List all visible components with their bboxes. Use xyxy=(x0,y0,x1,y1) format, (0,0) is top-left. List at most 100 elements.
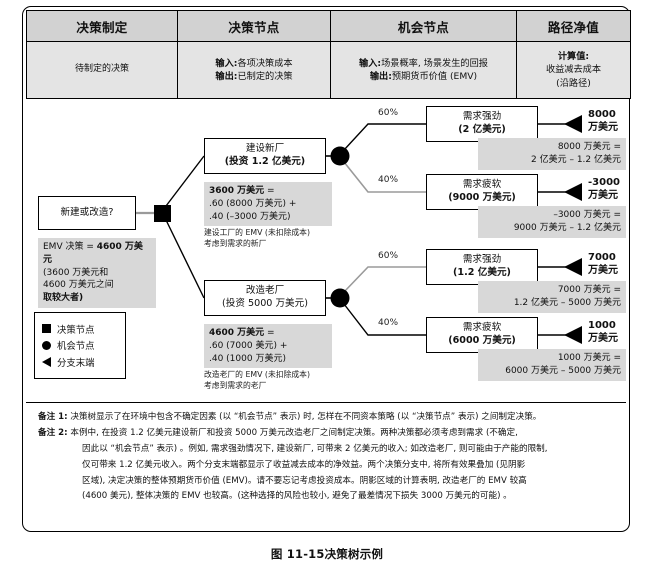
note-2-cont-4: (4600 美元), 整体决策的 EMV 也较高。(这种选择的风险也较小, 避免… xyxy=(82,491,512,502)
outcome-upgrade-old-strong-line2: (1.2 亿美元) xyxy=(453,267,511,278)
decision-build-new-line1: 建设新厂 xyxy=(245,143,285,155)
chance-node-input-label: 输入: xyxy=(359,57,382,69)
endpoint-value-upgrade-old-strong: 7000 万美元 xyxy=(588,252,618,277)
decision-box-upgrade-old[interactable]: 改造老厂 (投资 5000 万美元) xyxy=(204,280,326,316)
net-calc-upgrade-old-weak-line2: 6000 万美元 – 5000 万美元 xyxy=(505,365,621,376)
caption-upgrade-old-line2: 考虑到需求的老厂 xyxy=(204,380,267,390)
header-col-body-decision-making: 待制定的决策 xyxy=(26,41,178,99)
endpoint-value-build-new-weak: -3000 万美元 xyxy=(588,177,620,202)
net-calc-build-new-weak-line2: 9000 万美元 – 1.2 亿美元 xyxy=(513,222,621,233)
header-col-title-chance-node: 机会节点 xyxy=(330,10,517,42)
outcome-build-new-strong-line2: (2 亿美元) xyxy=(458,124,506,135)
outcome-upgrade-old-weak-line1: 需求疲软 xyxy=(462,322,502,334)
header-col-title-path-net-value: 路径净值 xyxy=(516,10,631,42)
legend-item-decision-node: 决策节点 xyxy=(42,322,118,336)
net-calc-upgrade-old-strong: 7000 万美元 = 1.2 亿美元 – 5000 万美元 xyxy=(478,281,626,313)
outcome-box-upgrade-old-weak[interactable]: 需求疲软 (6000 万美元) xyxy=(426,317,538,353)
tree-connector-lines xyxy=(136,115,582,344)
endpoint-upgrade-old-strong-v2: 万美元 xyxy=(588,264,618,276)
header-col-body-path-net-value: 计算值: 收益减去成本 (沿路径) xyxy=(516,41,631,99)
endpoint-build-new-weak-v2: 万美元 xyxy=(588,189,618,201)
outcome-box-upgrade-old-strong[interactable]: 需求强劲 (1.2 亿美元) xyxy=(426,249,538,285)
decision-tree-canvas: 新建或改造? EMV 决策 = 4600 万美元 (3600 万美元和 4600… xyxy=(26,100,626,400)
root-emv-line4: 取较大者) xyxy=(43,293,84,304)
outcome-build-new-strong-line1: 需求强劲 xyxy=(462,111,502,123)
chance-node-circle-icon xyxy=(42,340,51,350)
caption-upgrade-old-line1: 改造老厂的 EMV (未扣除成本) xyxy=(204,370,310,379)
outcome-box-build-new-weak[interactable]: 需求疲软 (9000 万美元) xyxy=(426,174,538,210)
calc-upgrade-old-line3: .40 (1000 万美元) xyxy=(209,353,286,364)
calc-build-new-line3: .40 (–3000 万美元) xyxy=(209,211,291,222)
legend-label-decision-node: 决策节点 xyxy=(57,324,95,336)
chance-node-output-label: 输出: xyxy=(369,71,392,82)
chance-node-output-text: 预期货币价值 (EMV) xyxy=(391,71,478,82)
note-2-text: 本例中, 在投资 1.2 亿美元建设新厂和投资 5000 万美元改造老厂之间制定… xyxy=(70,427,518,438)
root-emv-line2: (3600 万美元和 xyxy=(43,267,109,278)
endpoint-build-new-weak-v1: -3000 xyxy=(588,177,620,188)
endpoint-upgrade-old-weak-v2: 万美元 xyxy=(588,332,618,344)
root-emv-value: 4600 万美元 xyxy=(43,242,143,265)
root-emv-calc: EMV 决策 = 4600 万美元 (3600 万美元和 4600 万美元之间 … xyxy=(38,238,156,308)
net-calc-build-new-strong-line1: 8000 万美元 = xyxy=(557,142,621,152)
note-1-label: 备注 1: xyxy=(38,412,68,422)
outcome-upgrade-old-weak-line2: (6000 万美元) xyxy=(448,335,516,346)
caption-build-new-line2: 考虑到需求的新厂 xyxy=(204,238,267,248)
header-subtitle-row: 待制定的决策 输入:各项决策成本 输出:已制定的决策 输入:场景概率, 场景发生… xyxy=(26,41,631,99)
note-2-cont-1: 因此以 “机会节点” 表示) 。例如, 需求强劲情况下, 建设新厂, 可带来 2… xyxy=(82,443,548,454)
net-calc-build-new-weak: –3000 万美元 = 9000 万美元 – 1.2 亿美元 xyxy=(478,206,626,238)
branch-end-triangle-icon xyxy=(42,356,51,367)
outcome-box-build-new-strong[interactable]: 需求强劲 (2 亿美元) xyxy=(426,106,538,142)
note-1: 备注 1: 决策树显示了在环境中包含不确定因素 (以 “机会节点” 表示) 时,… xyxy=(38,410,614,426)
net-calc-upgrade-old-strong-line2: 1.2 亿美元 – 5000 万美元 xyxy=(513,297,621,308)
net-calc-upgrade-old-weak: 1000 万美元 = 6000 万美元 – 5000 万美元 xyxy=(478,349,626,381)
legend-item-chance-node: 机会节点 xyxy=(42,338,118,352)
caption-build-new-line1: 建设工厂的 EMV (未扣除成本) xyxy=(204,228,310,237)
endpoint-upgrade-old-weak-v1: 1000 xyxy=(588,320,616,331)
net-calc-build-new-strong: 8000 万美元 = 2 亿美元 – 1.2 亿美元 xyxy=(478,138,626,170)
chance-node-input-text: 场景概率, 场景发生的回报 xyxy=(381,57,488,69)
outcome-upgrade-old-strong-line1: 需求强劲 xyxy=(462,254,502,266)
header-col-title-decision-making: 决策制定 xyxy=(26,10,178,42)
calc-build-new-head-value: 3600 万美元 xyxy=(209,186,265,196)
root-decision-label: 新建或改造? xyxy=(60,206,114,218)
header-col-body-decision-node: 输入:各项决策成本 输出:已制定的决策 xyxy=(177,41,331,99)
decision-upgrade-old-line2: (投资 5000 万美元) xyxy=(222,298,308,309)
calc-upgrade-old-line2: .60 (7000 美元) + xyxy=(209,340,288,351)
probability-upgrade-old-strong: 60% xyxy=(378,251,399,261)
decision-node-square-icon xyxy=(42,324,51,333)
net-calc-build-new-weak-line1: –3000 万美元 = xyxy=(553,210,621,220)
outcome-build-new-weak-line2: (9000 万美元) xyxy=(448,192,516,203)
decision-node-input-text: 各项决策成本 xyxy=(237,57,293,69)
notes-section: 备注 1: 决策树显示了在环境中包含不确定因素 (以 “机会节点” 表示) 时,… xyxy=(26,402,626,530)
root-decision-box[interactable]: 新建或改造? xyxy=(38,196,136,230)
root-emv-line3: 4600 万美元之间 xyxy=(43,280,114,291)
note-2-cont-3: 区域), 决定决策的整体预期货币价值 (EMV)。请不要忘记考虑投资成本。阴影区… xyxy=(82,475,527,486)
note-2-cont-2: 仅可带来 1.2 亿美元收入。两个分支末端都显示了收益减去成本的净效益。两个决策… xyxy=(82,459,526,470)
header-table: 决策制定 决策节点 机会节点 路径净值 待制定的决策 输入:各项决策成本 输出:… xyxy=(26,10,631,99)
calc-upgrade-old-emv: 4600 万美元 = .60 (7000 美元) + .40 (1000 万美元… xyxy=(204,324,332,369)
decision-build-new-line2: (投资 1.2 亿美元) xyxy=(224,156,306,167)
calc-build-new-line2: .60 (8000 万美元) + xyxy=(209,198,297,209)
header-col-title-decision-node: 决策节点 xyxy=(177,10,331,42)
decision-upgrade-old-line1: 改造老厂 xyxy=(245,285,285,297)
path-net-value-calc-label: 计算值: xyxy=(557,50,590,62)
decision-node-output-label: 输出: xyxy=(215,71,238,82)
endpoint-value-upgrade-old-weak: 1000 万美元 xyxy=(588,320,618,345)
endpoint-value-build-new-strong: 8000 万美元 xyxy=(588,109,618,134)
note-1-text: 决策树显示了在环境中包含不确定因素 (以 “机会节点” 表示) 时, 怎样在不同… xyxy=(70,412,542,422)
legend-label-chance-node: 机会节点 xyxy=(57,341,95,352)
path-net-value-line3: (沿路径) xyxy=(556,77,591,89)
decision-box-build-new[interactable]: 建设新厂 (投资 1.2 亿美元) xyxy=(204,138,326,174)
endpoint-build-new-strong-v2: 万美元 xyxy=(588,121,618,133)
calc-build-new-emv: 3600 万美元 = .60 (8000 万美元) + .40 (–3000 万… xyxy=(204,182,332,227)
path-net-value-line2: 收益减去成本 xyxy=(545,64,602,76)
header-col-body-chance-node: 输入:场景概率, 场景发生的回报 输出:预期货币价值 (EMV) xyxy=(330,41,517,99)
net-calc-build-new-strong-line2: 2 亿美元 – 1.2 亿美元 xyxy=(531,154,621,165)
caption-build-new: 建设工厂的 EMV (未扣除成本) 考虑到需求的新厂 xyxy=(204,228,344,249)
legend-item-branch-end: 分支末端 xyxy=(42,355,118,369)
calc-build-new-head-eq: = xyxy=(264,186,275,196)
outcome-build-new-weak-line1: 需求疲软 xyxy=(462,179,502,191)
legend-label-branch-end: 分支末端 xyxy=(57,357,95,369)
endpoint-build-new-strong-v1: 8000 xyxy=(588,109,616,120)
